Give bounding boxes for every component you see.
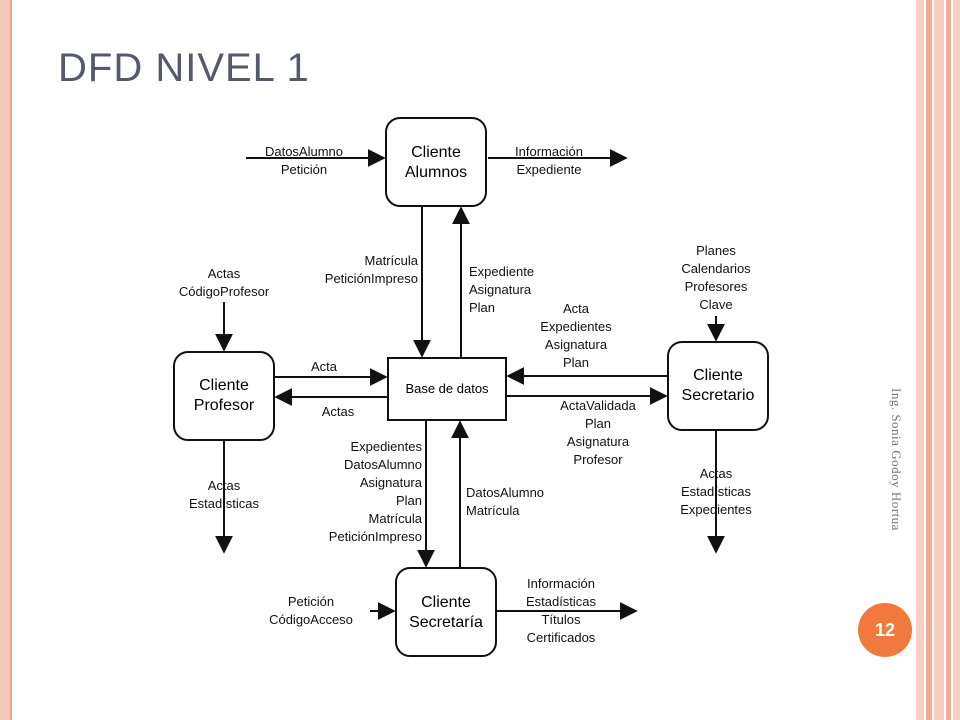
stripe	[953, 0, 960, 720]
flow-label-line: PeticiónImpreso	[325, 271, 418, 286]
node-base-de-datos: Base de datos	[387, 357, 507, 421]
flow-label-line: Estadísticas	[526, 594, 597, 609]
flow-label-base-to-profesor: Actas	[322, 404, 355, 419]
flow-label-line: Estadísticas	[189, 496, 260, 511]
flow-label-line: Matrícula	[369, 511, 423, 526]
flow-label-line: Expedientes	[350, 439, 422, 454]
flow-label-line: Asignatura	[545, 337, 608, 352]
flow-label-line: Expedientes	[540, 319, 612, 334]
flow-label-secretario-out: Actas Estadísticas Expedientes	[680, 466, 752, 517]
flow-label-alumnos-out: Información Expediente	[515, 144, 583, 177]
flow-label-line: Expediente	[469, 264, 534, 279]
flow-label-line: Actas	[208, 266, 241, 281]
flow-label-line: ActaValidada	[560, 398, 636, 413]
flow-label-alumnos-in: DatosAlumno Petición	[265, 144, 343, 177]
flow-label-line: Petición	[288, 594, 334, 609]
stripe	[926, 0, 932, 720]
flow-label-line: Plan	[469, 300, 495, 315]
flow-label-line: Certificados	[527, 630, 596, 645]
flow-label-line: Asignatura	[469, 282, 532, 297]
node-label-line: Cliente	[199, 377, 249, 394]
flow-label-line: CódigoAcceso	[269, 612, 353, 627]
flow-label-line: Asignatura	[360, 475, 423, 490]
flow-label-secretaria-out: Información Estadísticas Títulos Certifi…	[526, 576, 597, 645]
flow-label-line: Actas	[208, 478, 241, 493]
page-number-badge: 12	[858, 603, 912, 657]
flow-label-line: Asignatura	[567, 434, 630, 449]
left-decorative-bar	[0, 0, 10, 720]
flow-label-secretaria-in: Petición CódigoAcceso	[269, 594, 353, 627]
flow-label-secretaria-to-base: DatosAlumno Matrícula	[466, 485, 544, 518]
flow-label-line: Información	[527, 576, 595, 591]
node-cliente-alumnos: Cliente Alumnos	[385, 117, 487, 207]
flow-label-line: Plan	[585, 416, 611, 431]
flow-label-line: Plan	[563, 355, 589, 370]
flow-label-base-to-secretaria: Expedientes DatosAlumno Asignatura Plan …	[329, 439, 423, 544]
flow-label-secretario-to-base: Acta Expedientes Asignatura Plan	[540, 301, 612, 370]
flow-label-line: DatosAlumno	[466, 485, 544, 500]
right-decorative-stripes	[916, 0, 960, 720]
flow-label-line: Matrícula	[466, 503, 520, 518]
stripe	[934, 0, 944, 720]
flow-label-line: Expediente	[516, 162, 581, 177]
flow-label-line: Profesores	[685, 279, 748, 294]
flow-label-profesor-out: Actas Estadísticas	[189, 478, 260, 511]
slide-title: DFD NIVEL 1	[58, 46, 310, 90]
flow-label-secretario-in: Planes Calendarios Profesores Clave	[681, 243, 751, 312]
node-label-line: Base de datos	[405, 381, 489, 396]
node-label-line: Cliente	[421, 594, 471, 611]
node-cliente-secretario: Cliente Secretario	[667, 341, 769, 431]
flow-label-line: Petición	[281, 162, 327, 177]
node-label-line: Cliente	[693, 367, 743, 384]
left-decorative-line	[10, 0, 12, 720]
flow-label-line: Información	[515, 144, 583, 159]
flow-label-line: Matrícula	[365, 253, 419, 268]
node-label-line: Secretario	[682, 387, 755, 404]
node-label-line: Alumnos	[405, 164, 467, 181]
flow-label-line: CódigoProfesor	[179, 284, 270, 299]
flow-label-line: Estadísticas	[681, 484, 752, 499]
flow-label-line: Actas	[700, 466, 733, 481]
node-cliente-secretaria: Cliente Secretaría	[395, 567, 497, 657]
flow-label-line: Calendarios	[681, 261, 751, 276]
stripe	[946, 0, 951, 720]
flow-label-line: DatosAlumno	[344, 457, 422, 472]
flow-label-line: PeticiónImpreso	[329, 529, 422, 544]
node-label-line: Secretaría	[409, 614, 483, 631]
flow-label-line: Expedientes	[680, 502, 752, 517]
flow-label-line: Clave	[699, 297, 732, 312]
stripe	[916, 0, 924, 720]
flow-label-line: Títulos	[541, 612, 581, 627]
flow-label-alumnos-to-base: Matrícula PeticiónImpreso	[325, 253, 419, 286]
flow-label-line: Plan	[396, 493, 422, 508]
author-credit: Ing. Sonia Godoy Hortua	[889, 388, 904, 531]
node-label-line: Cliente	[411, 144, 461, 161]
flow-label-line: Planes	[696, 243, 736, 258]
flow-label-profesor-in: Actas CódigoProfesor	[179, 266, 270, 299]
flow-label-line: Profesor	[573, 452, 623, 467]
flow-label-base-to-alumnos: Expediente Asignatura Plan	[469, 264, 534, 315]
node-label-line: Profesor	[194, 397, 255, 414]
flow-label-line: DatosAlumno	[265, 144, 343, 159]
node-cliente-profesor: Cliente Profesor	[173, 351, 275, 441]
flow-label-base-to-secretario: ActaValidada Plan Asignatura Profesor	[560, 398, 636, 467]
flow-label-profesor-to-base: Acta	[311, 359, 338, 374]
flow-label-line: Acta	[563, 301, 590, 316]
